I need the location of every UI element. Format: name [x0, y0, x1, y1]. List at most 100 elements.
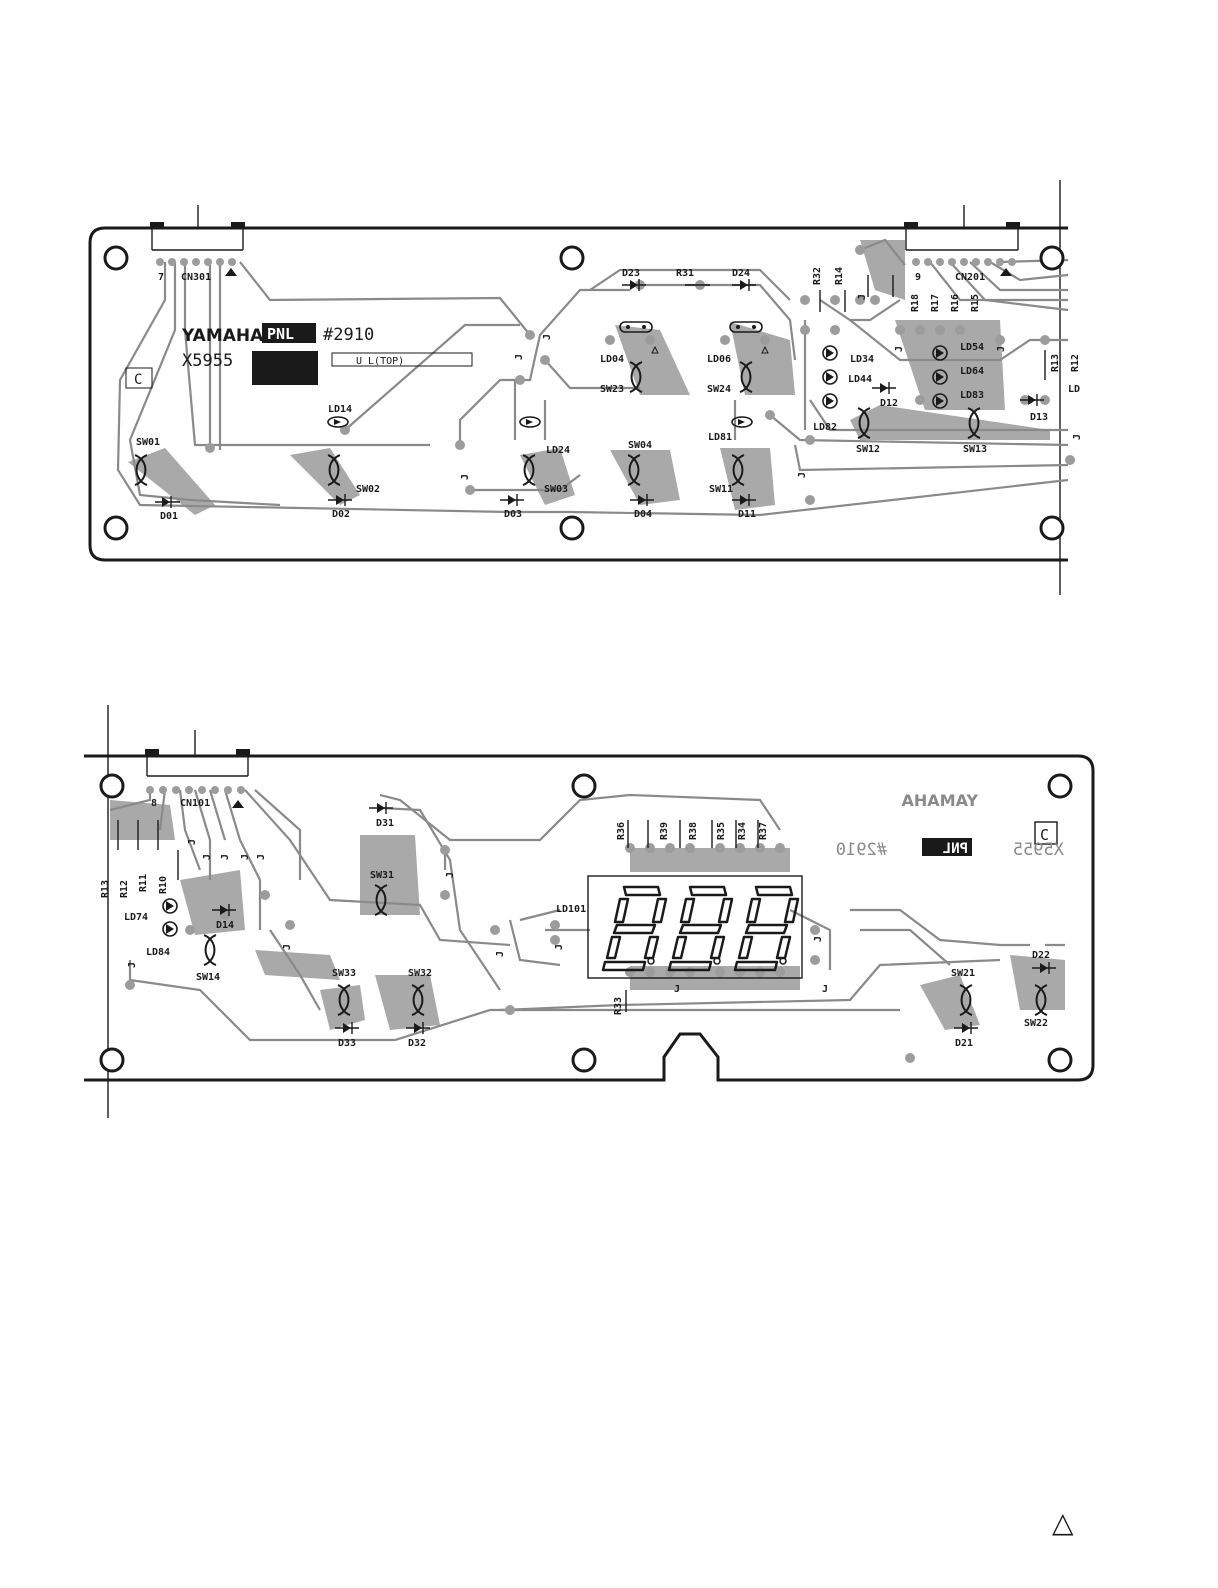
ref-label: R33	[613, 997, 624, 1015]
ref-label: SW03	[544, 484, 568, 495]
ref-label: D24	[732, 268, 750, 279]
switch-sw13	[967, 407, 981, 439]
bottom-board	[84, 705, 1095, 1118]
ref-label: R38	[688, 822, 699, 840]
ref-label: SW14	[196, 972, 220, 983]
mount-hole	[99, 1047, 125, 1073]
mount-hole	[559, 515, 585, 541]
jumper-label: J	[256, 854, 267, 860]
jumper-label: J	[495, 951, 506, 957]
ref-label: LD81	[708, 432, 732, 443]
traces	[109, 789, 1065, 1042]
ref-label: SW13	[963, 444, 987, 455]
led-icon	[327, 416, 349, 428]
jumper-label: J	[445, 872, 456, 878]
led-icon	[519, 416, 541, 428]
jumper-label: J	[894, 346, 905, 352]
diodes	[155, 279, 1044, 508]
mount-hole	[571, 773, 597, 799]
mirrored-title-block	[922, 821, 1058, 856]
ref-label: D22	[1032, 950, 1050, 961]
jumper-label: J	[554, 944, 565, 950]
jumper-label: J	[220, 854, 231, 860]
connector-cn201	[904, 222, 1020, 276]
bottom-board-outline	[84, 754, 1095, 1082]
led-icon	[822, 369, 838, 385]
switch-sw03	[522, 454, 536, 486]
jumper-label: J	[282, 944, 293, 950]
ref-label: SW23	[600, 384, 624, 395]
ref-label: LD	[1068, 384, 1080, 395]
ref-label: R37	[758, 822, 769, 840]
switch-sw01	[134, 454, 148, 486]
ref-label: D02	[332, 509, 350, 520]
ref-label: LD74	[124, 912, 148, 923]
diodes	[162, 802, 1056, 1034]
led-icon	[162, 898, 178, 914]
diode-icon	[212, 904, 236, 916]
connector-cn101	[145, 749, 250, 808]
board-number: #2910	[323, 325, 374, 345]
pnl-text-mirrored: PNL	[943, 841, 968, 857]
switch-sw02	[327, 454, 341, 486]
pin-number: 9	[915, 272, 921, 283]
black-block	[252, 351, 318, 385]
pnl-box-mirrored	[922, 838, 972, 856]
ref-label: R14	[834, 267, 845, 285]
led-icon	[822, 345, 838, 361]
jumper-label: J	[514, 354, 525, 360]
switches	[203, 884, 1048, 1016]
ref-label: LD04	[600, 354, 624, 365]
ref-label: SW31	[370, 870, 394, 881]
led-icon	[162, 921, 178, 937]
diode-icon	[335, 1022, 359, 1034]
ref-label: D32	[408, 1038, 426, 1049]
top-board-outline	[88, 226, 1068, 562]
connector-cn301	[150, 222, 245, 276]
switch-sw31	[374, 884, 388, 916]
jumper-label: J	[674, 984, 680, 995]
switch-sw12	[857, 407, 871, 439]
mount-hole	[1039, 245, 1065, 271]
ref-label: D01	[160, 511, 178, 522]
mount-hole	[1047, 1047, 1073, 1073]
ref-label: R10	[158, 876, 169, 894]
jumper-label: J	[797, 472, 808, 478]
ref-label: D14	[216, 920, 234, 931]
led-icon	[731, 416, 753, 428]
pin1-triangle-icon	[232, 800, 244, 808]
led-icon	[932, 393, 948, 409]
diode-icon	[732, 279, 756, 291]
ref-label: R12	[119, 880, 130, 898]
jumper-label: J	[460, 474, 471, 480]
ref-label: R18	[910, 294, 921, 312]
mount-hole	[103, 245, 129, 271]
mount-hole	[559, 245, 585, 271]
led-icon	[822, 393, 838, 409]
c-mark: C	[1040, 826, 1049, 844]
jumper-label: J	[813, 936, 824, 942]
ref-label: R31	[676, 268, 694, 279]
pin1-triangle-icon	[1000, 268, 1012, 276]
c-mark-box	[125, 367, 153, 389]
ref-label: R11	[138, 874, 149, 892]
diode-icon	[622, 279, 646, 291]
ref-label: SW12	[856, 444, 880, 455]
led-icon	[932, 345, 948, 361]
diode-icon	[872, 382, 896, 394]
connector-label: CN301	[181, 272, 211, 283]
ref-label: R13	[1050, 354, 1061, 372]
ref-label: D03	[504, 509, 522, 520]
title-block	[125, 323, 473, 389]
seven-segment-display-ld101	[587, 875, 803, 979]
ref-label: R12	[1070, 354, 1081, 372]
diode-icon	[954, 1022, 978, 1034]
ref-label: D04	[634, 509, 652, 520]
ref-label: D33	[338, 1038, 356, 1049]
ref-label: LD64	[960, 366, 984, 377]
jumper-label: J	[202, 854, 213, 860]
diode-icon	[155, 496, 180, 508]
side-label-box	[331, 352, 473, 367]
ref-label: D13	[1030, 412, 1048, 423]
